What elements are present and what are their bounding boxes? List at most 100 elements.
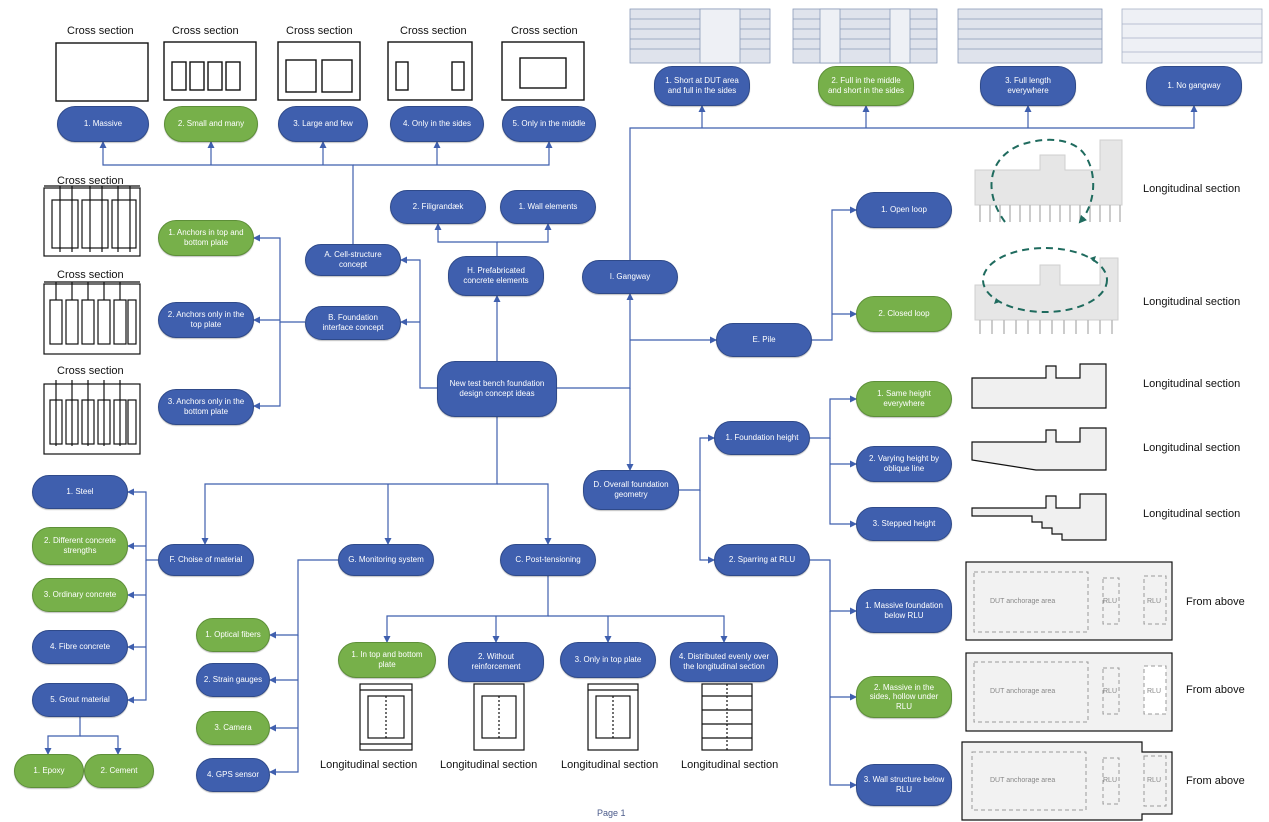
node-e1: 1. Open loop xyxy=(856,192,952,228)
gangway-view-4 xyxy=(1121,8,1263,64)
dut-area-label: DUT anchorage area xyxy=(990,777,1056,784)
cross-section-label: Cross section xyxy=(400,25,467,37)
connector-line xyxy=(679,434,715,491)
node-h2: 1. Wall elements xyxy=(500,190,596,224)
connector-line xyxy=(812,206,857,341)
longitudinal-section-label: Longitudinal section xyxy=(1143,296,1241,308)
cross-section-large-few xyxy=(277,41,361,101)
longitudinal-section-label: Longitudinal section xyxy=(1143,508,1241,520)
anchor-sketch-3 xyxy=(43,380,141,455)
rlu-label: RLU xyxy=(1103,598,1118,605)
node-b1: 1. Anchors in top and bottom plate xyxy=(158,220,254,256)
anchor-sketch-1 xyxy=(43,185,141,257)
cross-section-label: Cross section xyxy=(172,25,239,37)
node-f4: 4. Fibre concrete xyxy=(32,630,128,664)
connector-line xyxy=(253,234,305,323)
rlu-label: RLU xyxy=(1103,688,1118,695)
node-g1: 1. Optical fibers xyxy=(196,618,270,652)
pt-sketch-1 xyxy=(359,683,413,751)
node-d22: 2. Massive in the sides, hollow under RL… xyxy=(856,676,952,718)
node-b2: 2. Anchors only in the top plate xyxy=(158,302,254,338)
node-d13: 3. Stepped height xyxy=(856,507,952,541)
from-above-sketch-2 xyxy=(965,652,1173,732)
node-a: A. Cell-structure concept xyxy=(305,244,401,276)
node-root: New test bench foundation design concept… xyxy=(437,361,557,417)
node-f3: 3. Ordinary concrete xyxy=(32,578,128,612)
node-a4: 4. Only in the sides xyxy=(390,106,484,142)
node-c4: 4. Distributed evenly over the longitudi… xyxy=(670,642,778,682)
from-above-sketch-1 xyxy=(965,561,1173,641)
dut-area-label: DUT anchorage area xyxy=(990,598,1056,605)
connector-line xyxy=(699,490,715,564)
from-above-label: From above xyxy=(1186,775,1245,787)
node-i4: 1. No gangway xyxy=(1146,66,1242,106)
connector-line xyxy=(383,576,549,643)
node-d2: 2. Sparring at RLU xyxy=(714,544,810,576)
from-above-label: From above xyxy=(1186,684,1245,696)
node-i3: 3. Full length everywhere xyxy=(980,66,1076,106)
node-a5: 5. Only in the middle xyxy=(502,106,596,142)
connector-line xyxy=(44,717,81,755)
node-d1: 1. Foundation height xyxy=(714,421,810,455)
cross-section-label: Cross section xyxy=(67,25,134,37)
connector-line xyxy=(253,322,281,410)
connector-line xyxy=(829,438,857,528)
node-f: F. Choise of material xyxy=(158,544,254,576)
anchor-sketch-2 xyxy=(43,281,141,355)
node-c3: 3. Only in top plate xyxy=(560,642,656,678)
pt-sketch-4 xyxy=(701,683,753,751)
node-e2: 2. Closed loop xyxy=(856,296,952,332)
height-same-sketch xyxy=(971,363,1107,409)
node-d23: 3. Wall structure below RLU xyxy=(856,764,952,806)
longitudinal-section-label: Longitudinal section xyxy=(1143,183,1241,195)
connector-line xyxy=(497,483,552,545)
connector-line xyxy=(810,395,857,439)
cross-section-label: Cross section xyxy=(511,25,578,37)
connector-line xyxy=(497,223,552,243)
gangway-view-2 xyxy=(792,8,938,64)
pile-closed-loop-sketch xyxy=(974,247,1119,334)
connector-line xyxy=(127,488,158,561)
node-c2: 2. Without reinforcement xyxy=(448,642,544,682)
cross-section-label: Cross section xyxy=(57,269,124,281)
longitudinal-section-label: Longitudinal section xyxy=(681,759,779,771)
node-c1: 1. In top and bottom plate xyxy=(338,642,436,678)
node-g2: 2. Strain gauges xyxy=(196,663,270,697)
dut-area-label: DUT anchorage area xyxy=(990,688,1056,695)
node-b3: 3. Anchors only in the bottom plate xyxy=(158,389,254,425)
connector-line xyxy=(353,141,553,166)
node-d21: 1. Massive foundation below RLU xyxy=(856,589,952,633)
node-d: D. Overall foundation geometry xyxy=(583,470,679,510)
node-h1: 2. Filigrandæk xyxy=(390,190,486,224)
node-i1: 1. Short at DUT area and full in the sid… xyxy=(654,66,750,106)
node-d11: 1. Same height everywhere xyxy=(856,381,952,417)
node-g: G. Monitoring system xyxy=(338,544,434,576)
node-c: C. Post-tensioning xyxy=(500,544,596,576)
node-g3: 3. Camera xyxy=(196,711,270,745)
longitudinal-section-label: Longitudinal section xyxy=(440,759,538,771)
node-a1: 1. Massive xyxy=(57,106,149,142)
pt-sketch-2 xyxy=(473,683,525,751)
node-g4: 4. GPS sensor xyxy=(196,758,270,792)
node-f52: 2. Cement xyxy=(84,754,154,788)
node-i2: 2. Full in the middle and short in the s… xyxy=(818,66,914,106)
connector-line xyxy=(400,256,437,389)
gangway-view-3 xyxy=(957,8,1103,64)
cross-section-label: Cross section xyxy=(286,25,353,37)
height-stepped-sketch xyxy=(971,493,1107,541)
rlu-label: RLU xyxy=(1147,777,1162,784)
connector-line xyxy=(201,417,498,545)
node-a2: 2. Small and many xyxy=(164,106,258,142)
height-oblique-sketch xyxy=(971,427,1107,471)
longitudinal-section-label: Longitudinal section xyxy=(320,759,418,771)
cross-section-only-sides xyxy=(387,41,473,101)
pile-open-loop-sketch xyxy=(974,138,1123,224)
cross-section-label: Cross section xyxy=(57,175,124,187)
node-a3: 3. Large and few xyxy=(278,106,368,142)
node-i: I. Gangway xyxy=(582,260,678,294)
node-f51: 1. Epoxy xyxy=(14,754,84,788)
rlu-label: RLU xyxy=(1147,688,1162,695)
